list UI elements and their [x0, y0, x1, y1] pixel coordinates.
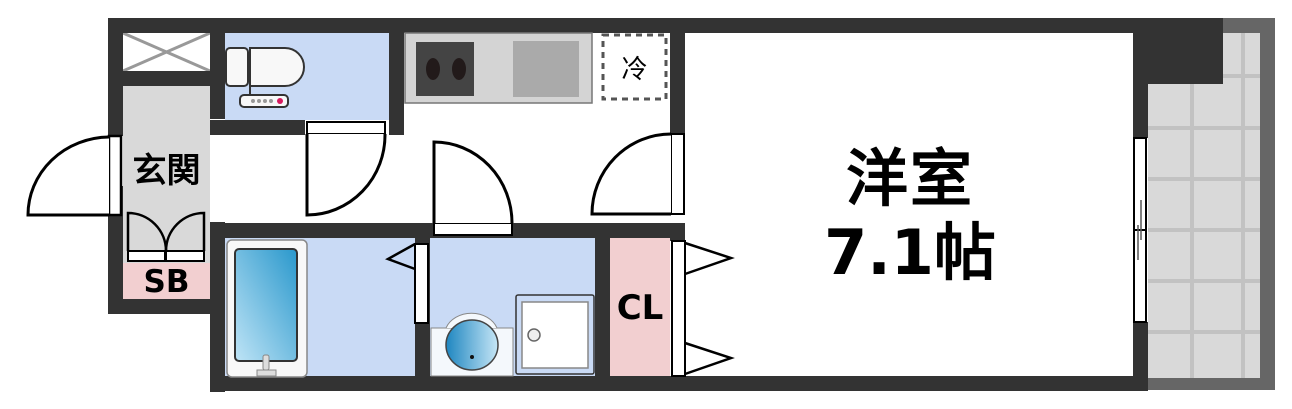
burner-icon: [426, 58, 440, 80]
burner-icon: [452, 58, 466, 80]
genkan-floor: [123, 86, 210, 263]
sink: [513, 41, 579, 97]
shoe-box-label: SB: [143, 264, 190, 300]
washing-machine-pan: [515, 294, 595, 375]
genkan-label: 玄関: [132, 151, 201, 191]
kitchen-counter: [404, 32, 593, 104]
closet-fill: [610, 238, 670, 376]
walls: [108, 18, 1223, 392]
closet-label: CL: [616, 287, 664, 328]
washbasin-icon: [430, 312, 514, 377]
refrigerator-space: [601, 33, 668, 101]
western-room-size: 7.1帖: [824, 216, 996, 289]
refrigerator-label: 冷: [621, 55, 648, 85]
bathtub-icon: [226, 239, 308, 378]
toilet-icon: [225, 47, 305, 108]
shoe-box-fill: [123, 263, 210, 299]
doors: [26, 121, 1147, 377]
western-room-label: 洋室: [845, 142, 974, 215]
